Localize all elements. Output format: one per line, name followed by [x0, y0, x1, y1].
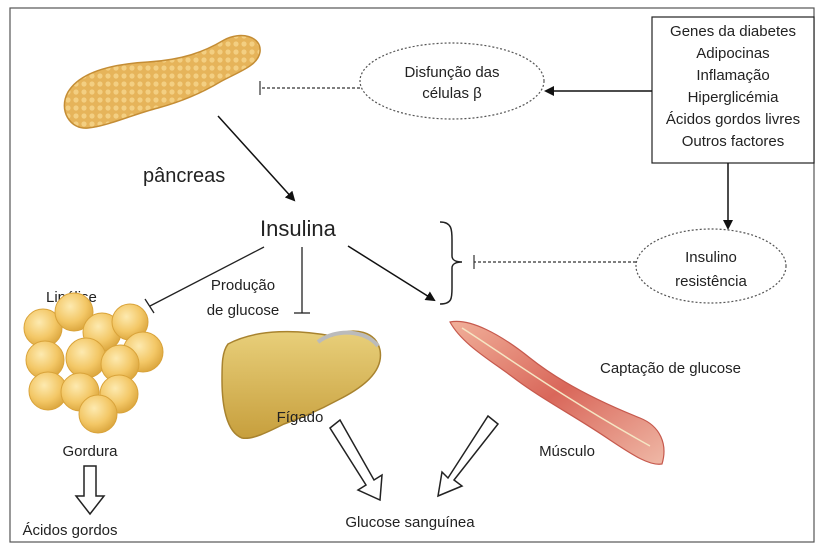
insulin-resistance-ellipse [636, 229, 786, 303]
factor-item: Ácidos gordos livres [666, 111, 800, 128]
arrow-muscle-to-glucose [438, 416, 498, 496]
factor-item: Inflamação [696, 67, 769, 84]
liver-label: Fígado [277, 409, 324, 426]
inhibit-resistance-to-targets [474, 255, 636, 269]
blood-glucose-label: Glucose sanguínea [345, 514, 475, 531]
brace [440, 222, 462, 304]
pancreas-image [64, 36, 260, 129]
arrow-fat-to-fatty-acids [76, 466, 104, 514]
factor-item: Genes da diabetes [670, 23, 796, 40]
fatty-acids-label: Ácidos gordos [22, 522, 117, 539]
factor-item: Outros factores [682, 133, 785, 150]
factor-item: Adipocinas [696, 45, 769, 62]
inhibit-beta-to-pancreas [260, 81, 360, 95]
pancreas-label: pâncreas [143, 165, 225, 187]
factor-item: Hiperglicémia [688, 89, 780, 106]
arrow-insulin-to-muscle [348, 246, 434, 300]
insulin-resistance-label-2: resistência [675, 273, 747, 290]
glucose-uptake-label: Captação de glucose [600, 360, 741, 377]
glucose-production-label-1: Produção [211, 277, 275, 294]
glucose-production-label-2: de glucose [207, 302, 280, 319]
beta-dysfunction-label-1: Disfunção das [404, 64, 499, 81]
arrow-liver-to-glucose [330, 420, 382, 500]
insulin-resistance-label-1: Insulino [685, 249, 737, 266]
fat-cells-image [24, 293, 163, 433]
insulin-label: Insulina [260, 216, 337, 241]
muscle-label: Músculo [539, 443, 595, 460]
arrow-pancreas-to-insulin [218, 116, 294, 200]
beta-dysfunction-label-2: células β [422, 85, 482, 102]
beta-dysfunction-ellipse [360, 43, 544, 119]
fat-label: Gordura [62, 443, 118, 460]
inhibit-insulin-to-glucose-production [294, 247, 310, 313]
